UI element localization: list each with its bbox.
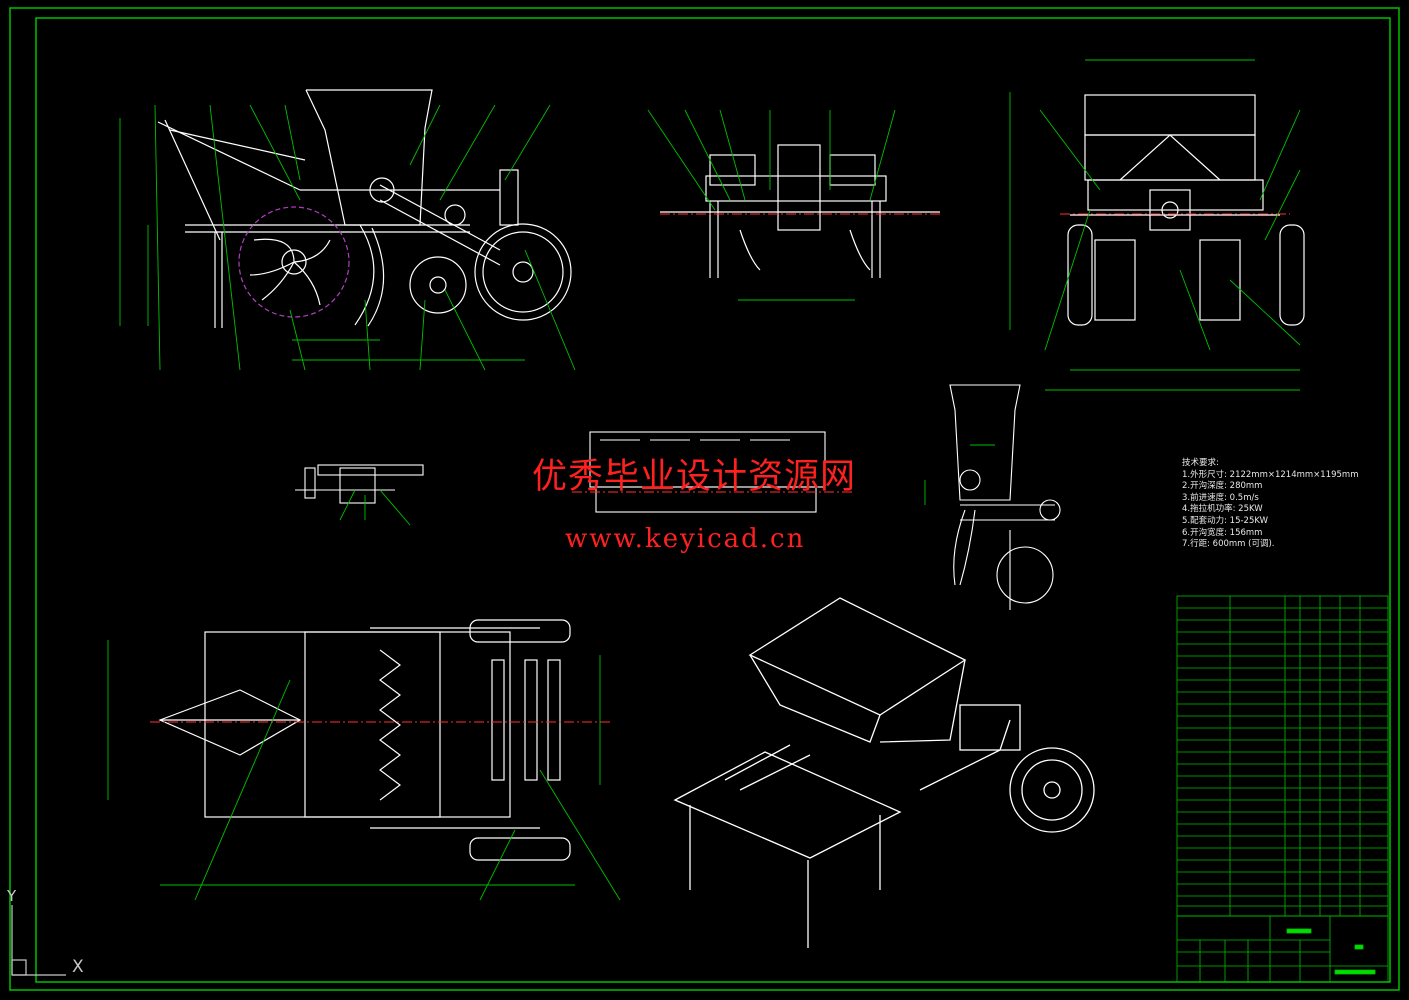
front-view-dimensions <box>647 109 896 301</box>
side-view-dimensions <box>119 104 576 371</box>
rear-view-dimensions <box>1009 59 1301 391</box>
ucs-icon <box>11 905 66 976</box>
outer-frame <box>9 7 1400 991</box>
watermark-url[interactable]: www.keyicad.cn <box>565 524 806 554</box>
rear-view <box>1067 94 1305 326</box>
inner-frame <box>35 17 1391 983</box>
isometric-view <box>673 597 1095 948</box>
tech-requirement-item: 5.配套动力: 15-25KW <box>1182 515 1269 526</box>
tech-requirement-item: 3.前进速度: 0.5m/s <box>1182 492 1259 503</box>
tech-requirement-item: 6.开沟宽度: 156mm <box>1182 527 1263 538</box>
detail-c-dimensions <box>924 444 995 505</box>
side-view <box>157 89 572 328</box>
ucs-y-label: Y <box>7 887 17 905</box>
plan-view <box>158 619 571 861</box>
tech-requirement-item: 1.外形尺寸: 2122mm×1214mm×1195mm <box>1182 469 1359 480</box>
tech-requirements-title: 技术要求: <box>1182 458 1219 468</box>
plan-view-dimensions <box>107 640 621 901</box>
detail-a-leaders <box>339 489 411 526</box>
detail-c <box>949 384 1061 610</box>
tech-requirements: 技术要求: 1.外形尺寸: 2122mm×1214mm×1195mm 2.开沟深… <box>1182 458 1359 551</box>
tech-requirement-item: 7.行距: 600mm (可调). <box>1182 539 1275 550</box>
detail-a <box>295 464 424 504</box>
watermark-title: 优秀毕业设计资源网 <box>532 457 857 497</box>
section-b <box>589 431 826 513</box>
tech-requirement-item: 2.开沟深度: 280mm <box>1182 481 1263 492</box>
parts-list <box>1176 595 1389 917</box>
front-view <box>660 144 940 278</box>
tech-requirement-item: 4.拖拉机功率: 25KW <box>1182 504 1263 515</box>
title-block <box>1176 915 1389 983</box>
ucs-x-label: X <box>72 957 84 977</box>
